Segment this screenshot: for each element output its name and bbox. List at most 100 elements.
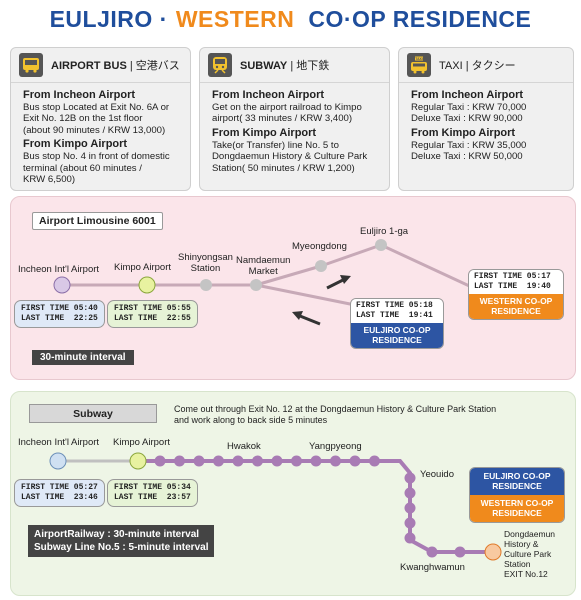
subway-kimpo-times: FIRST TIME 05:34 LAST TIME 23:57 — [107, 479, 198, 507]
arrow-up-left-icon — [292, 311, 321, 326]
subway-line-5-station-dot — [310, 455, 322, 467]
title-coop-residence: CO·OP RESIDENCE — [308, 5, 532, 32]
subway-residence-box: EULJIRO CO-OP RESIDENCE WESTERN CO-OP RE… — [469, 467, 565, 523]
subway-detail-line: Station( 50 minutes / KRW 1,200) — [212, 162, 355, 174]
taxi-detail-line: From Incheon Airport — [411, 89, 524, 101]
limo-station-incheon-label: Incheon Int'l Airport — [18, 264, 100, 275]
subway-station-incheon-label: Incheon Int'l Airport — [18, 437, 100, 448]
page-title: EULJIRO · WESTERN CO·OP RESIDENCE — [0, 0, 581, 38]
subway-line-5-station-dot — [330, 455, 341, 467]
subway-euljiro-residence: EULJIRO CO-OP RESIDENCE — [470, 468, 564, 495]
subway-detail-line: Get on the airport railroad to Kimpo — [212, 102, 362, 113]
svg-text:TAXI: TAXI — [415, 57, 423, 61]
subway-line-5-station-dot — [232, 455, 244, 467]
western-residence-name: WESTERN CO-OP RESIDENCE — [469, 294, 563, 319]
station-shinyongsan-dot — [200, 279, 212, 291]
limo-station-kimpo-label: Kimpo Airport — [114, 262, 172, 273]
limousine-line-segment — [255, 283, 356, 307]
taxi-detail-line: Deluxe Taxi : KRW 50,000 — [411, 151, 523, 163]
western-residence-times: FIRST TIME 05:17 LAST TIME 19:40 — [469, 270, 563, 294]
limo-incheon-times: FIRST TIME 05:40 LAST TIME 22:25 — [14, 300, 105, 328]
station-myeongdong-dot — [315, 260, 327, 272]
bus-detail-line: KRW 6,500) — [23, 174, 76, 186]
subway-detail-line: From Incheon Airport — [212, 89, 325, 101]
euljiro-residence-times: FIRST TIME 05:18 LAST TIME 19:41 — [351, 299, 443, 323]
subway-line-5-station-dot — [454, 546, 466, 558]
limousine-label: Airport Limousine 6001 — [32, 212, 163, 230]
euljiro-residence-name: EULJIRO CO-OP RESIDENCE — [351, 323, 443, 348]
western-residence-box: FIRST TIME 05:17 LAST TIME 19:40 WESTERN… — [468, 269, 564, 320]
subway-station-dongdaemun-label: Dongdaemun History & Culture Park Statio… — [504, 529, 556, 579]
limousine-interval: 30-minute interval — [32, 350, 134, 365]
subway-line-5-station-dot — [404, 487, 416, 499]
subway-line-5-station-dot — [193, 455, 205, 467]
subway-line-5-stations — [154, 455, 466, 558]
subway-station-dongdaemun-dot — [484, 543, 502, 561]
subway-route-label: Subway — [29, 404, 157, 423]
subway-line-5-station-dot — [291, 455, 302, 467]
subway-line-5-station-dot — [404, 502, 416, 514]
subway-interval-line5: Subway Line No.5 : 5-minute interval — [34, 542, 209, 553]
subway-western-residence: WESTERN CO-OP RESIDENCE — [470, 495, 564, 522]
subway-incheon-times: FIRST TIME 05:27 LAST TIME 23:46 — [14, 479, 105, 507]
limousine-line-segment — [255, 264, 322, 287]
subway-line-5-station-dot — [252, 455, 263, 467]
station-euljiro-dot — [375, 239, 387, 251]
title-western: WESTERN — [175, 5, 295, 32]
limo-station-myeongdong-label: Myeongdong — [292, 241, 347, 252]
station-incheon-dot — [53, 276, 71, 294]
subway-interval-railway: AirportRailway : 30-minute interval — [34, 529, 200, 540]
limousine-line-segment — [320, 243, 382, 268]
subway-card-header: SUBWAY | 地下鉄 — [200, 48, 389, 83]
subway-station-kimpo-label: Kimpo Airport — [113, 437, 171, 448]
taxi-detail-line: Regular Taxi : KRW 70,000 — [411, 102, 527, 113]
subway-detail-line: Dongdaemun History & Culture Park — [212, 151, 368, 163]
taxi-icon: TAXI — [407, 53, 431, 77]
bus-detail-line: From Incheon Airport — [23, 89, 136, 101]
limo-station-namdaemun-label: Namdaemun Market — [236, 255, 291, 277]
subway-route — [49, 452, 502, 561]
subway-line-5-station-dot — [404, 472, 416, 484]
bus-detail-line: Exit No. 12B on the 1st floor — [23, 113, 143, 125]
taxi-card-header: TAXI TAXI | タクシー — [399, 48, 573, 83]
subway-detail-line: Take(or Transfer) line No. 5 to — [212, 139, 339, 151]
subway-station-yangpyeong-label: Yangpyeong — [309, 441, 362, 452]
bus-detail-line: Bus stop No. 4 in front of domestic — [23, 151, 170, 163]
subway-line-5-station-dot — [369, 455, 380, 467]
title-euljiro: EULJIRO · — [49, 5, 168, 32]
subway-detail-line: airport( 33 minutes / KRW 3,400) — [212, 113, 353, 125]
subway-title: SUBWAY | 地下鉄 — [240, 60, 330, 72]
bus-detail-line: From Kimpo Airport — [23, 138, 128, 151]
limo-station-shinyongsan-label: Shinyongsan Station — [178, 252, 233, 274]
bus-detail-line: terminal (about 60 minutes / — [23, 162, 142, 174]
euljiro-residence-box: FIRST TIME 05:18 LAST TIME 19:41 EULJIRO… — [350, 298, 444, 349]
subway-exit-note: Come out through Exit No. 12 at the Dong… — [174, 404, 497, 425]
subway-station-yeouido-label: Yeouido — [420, 469, 454, 480]
bus-icon — [19, 53, 43, 77]
subway-line-5-station-dot — [404, 517, 416, 529]
airport-bus-card-header: AIRPORT BUS | 空港バス — [11, 48, 190, 83]
subway-station-hwakok-label: Hwakok — [227, 441, 261, 452]
station-kimpo-dot — [138, 276, 156, 294]
taxi-detail-line: Regular Taxi : KRW 35,000 — [411, 139, 527, 151]
limousine-route — [53, 239, 479, 326]
subway-line-5-station-dot — [404, 532, 416, 544]
subway-station-kwanghwamun-label: Kwanghwamun — [400, 562, 465, 573]
subway-station-kimpo-dot — [129, 452, 147, 470]
bus-detail-line: (about 90 minutes / KRW 13,000) — [23, 124, 166, 136]
limo-kimpo-times: FIRST TIME 05:55 LAST TIME 22:55 — [107, 300, 198, 328]
subway-line-5-station-dot — [349, 455, 361, 467]
taxi-detail-line: From Kimpo Airport — [411, 126, 516, 139]
taxi-title: TAXI | タクシー — [439, 60, 516, 72]
subway-icon — [208, 53, 232, 77]
limousine-line-segment — [380, 243, 479, 292]
subway-detail-line: From Kimpo Airport — [212, 126, 317, 139]
subway-line-5-station-dot — [271, 455, 283, 467]
airport-bus-title: AIRPORT BUS | 空港バス — [51, 60, 180, 72]
subway-line-5-station-dot — [174, 455, 185, 467]
